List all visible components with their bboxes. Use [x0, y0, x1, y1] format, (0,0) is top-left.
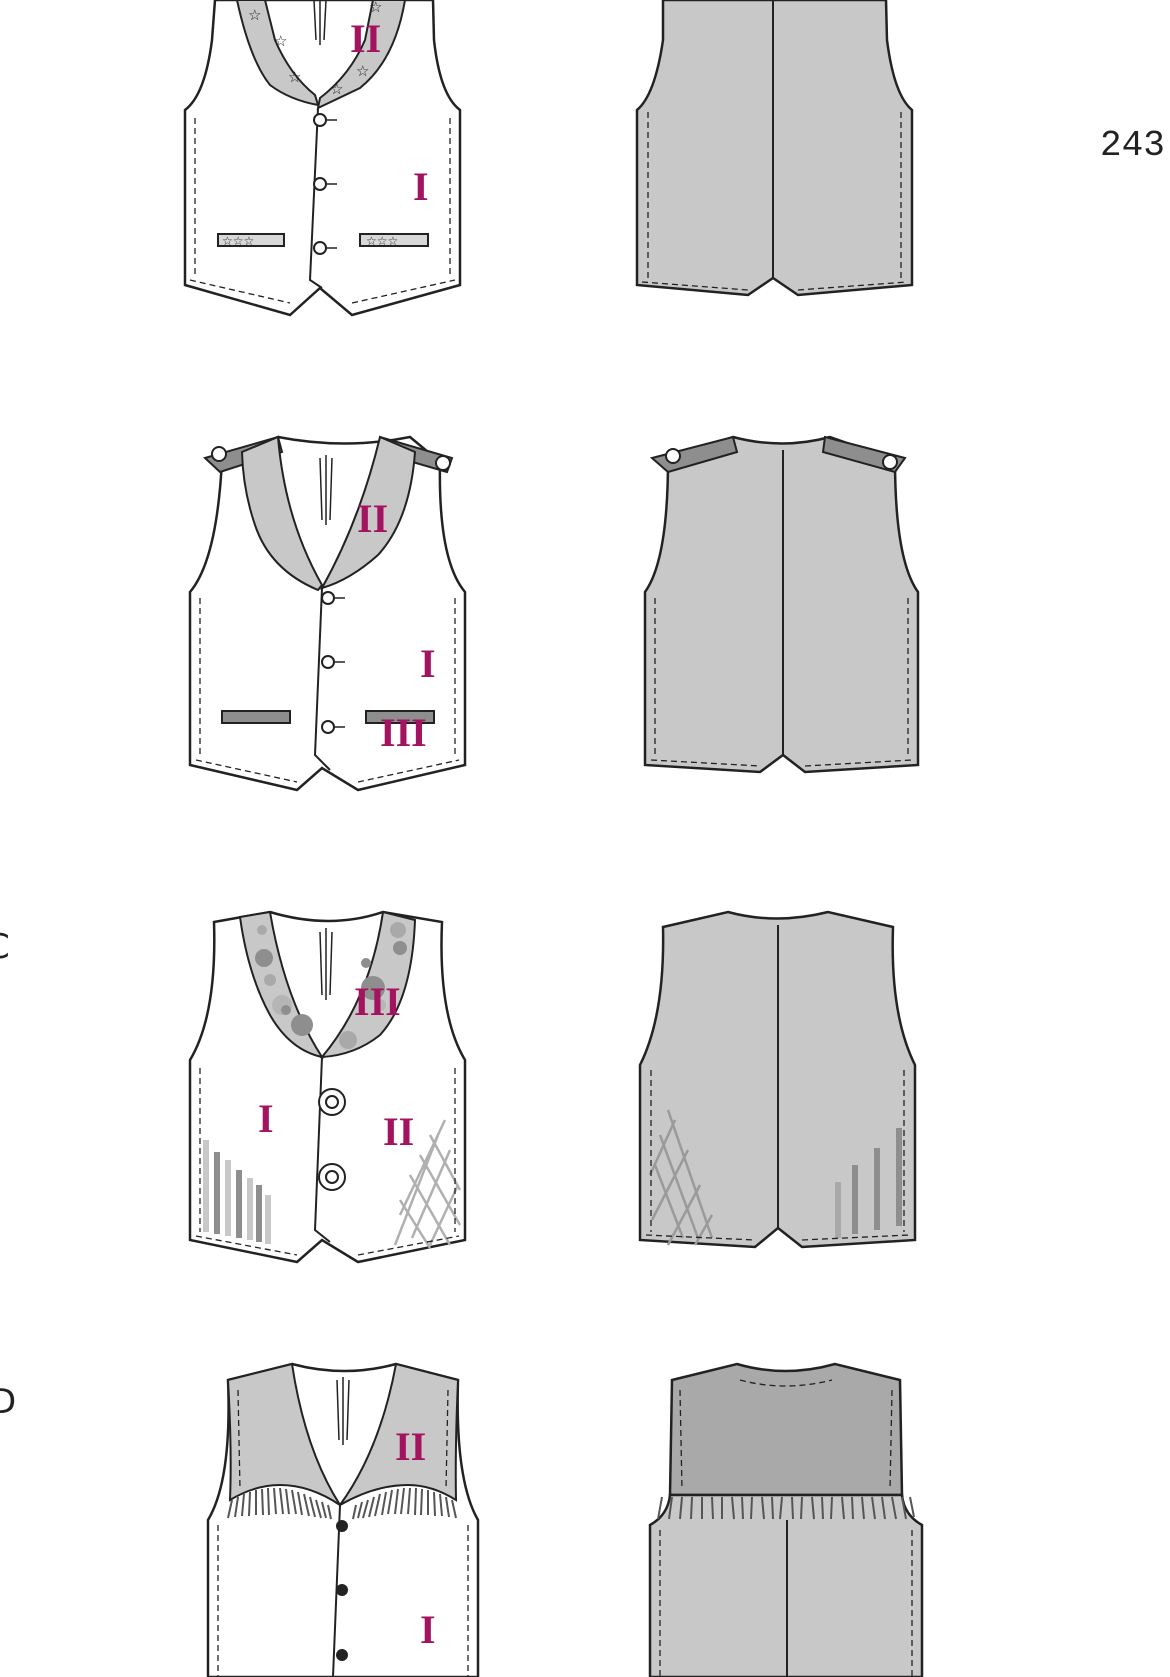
view-d: II I	[206, 1362, 924, 1677]
front-vest-b: II I III	[188, 435, 467, 792]
back-vest-c	[638, 910, 917, 1249]
fabric-number-label: II	[395, 1424, 426, 1469]
pattern-number: 243	[1100, 125, 1165, 166]
view-letter-c: C	[0, 927, 10, 967]
fabric-number-label: I	[413, 164, 429, 209]
svg-text:☆: ☆	[330, 80, 343, 98]
fabric-number-label: I	[420, 1607, 436, 1652]
fabric-number-label: III	[354, 979, 401, 1024]
back-vest-b	[643, 435, 920, 774]
svg-text:☆: ☆	[288, 68, 301, 86]
view-a: ☆☆ ☆☆ ☆☆ ☆☆☆☆☆☆ II I	[183, 0, 914, 317]
view-c: III I II	[188, 910, 917, 1264]
svg-text:☆: ☆	[248, 6, 261, 24]
back-vest-a	[635, 0, 914, 297]
svg-text:☆: ☆	[369, 0, 382, 16]
fabric-number-label: II	[350, 16, 381, 61]
svg-text:☆: ☆	[274, 32, 287, 50]
fabric-number-label: III	[380, 710, 427, 755]
fabric-number-label: II	[357, 496, 388, 541]
svg-text:☆: ☆	[356, 62, 369, 80]
view-b: II I III	[188, 435, 920, 792]
fabric-number-label: II	[383, 1109, 414, 1154]
front-vest-a: ☆☆ ☆☆ ☆☆ ☆☆☆☆☆☆ II I	[183, 0, 462, 317]
svg-text:☆☆☆: ☆☆☆	[366, 234, 398, 248]
back-vest-d	[648, 1362, 924, 1677]
fabric-number-label: I	[420, 641, 436, 686]
front-vest-d: II I	[206, 1362, 480, 1677]
front-vest-c: III I II	[188, 910, 467, 1264]
fabric-number-label: I	[258, 1096, 274, 1141]
view-letter-d: D	[0, 1382, 16, 1422]
svg-text:☆☆☆: ☆☆☆	[222, 234, 254, 248]
